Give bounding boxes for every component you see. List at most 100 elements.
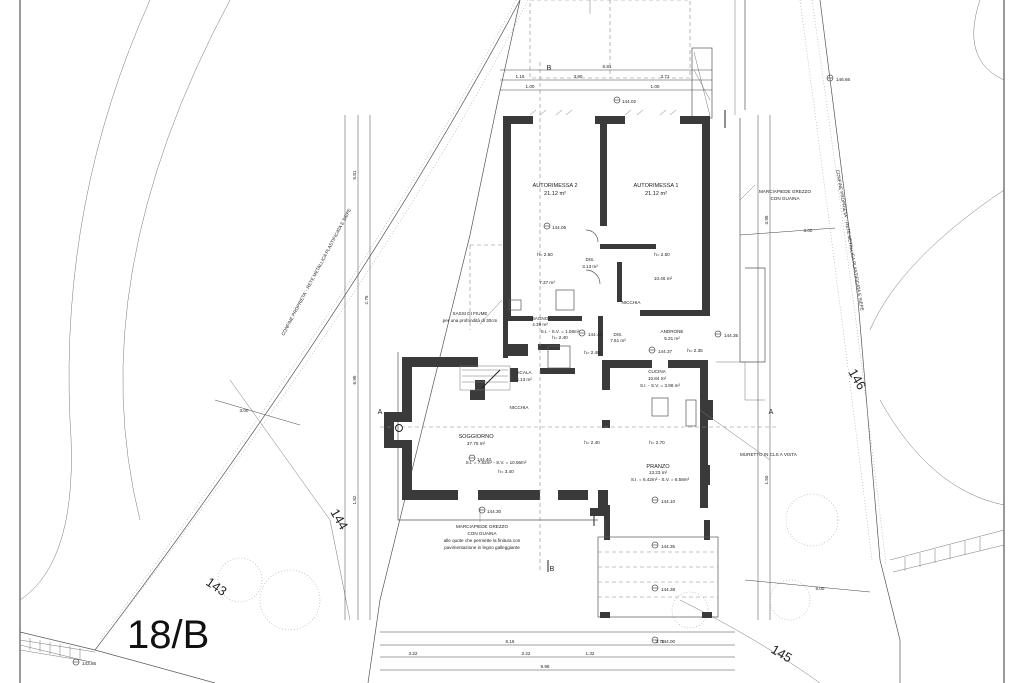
contour-145: 145 [769, 642, 795, 666]
confine-left: CONFINE PROPRIETA' - RETE METALLICA PLAS… [280, 208, 352, 337]
building-walls [384, 116, 713, 540]
svg-text:6.81: 6.81 [603, 64, 612, 69]
elevation-marker: 144.35 [651, 541, 675, 549]
garage2-low-area: 7.37 m² [539, 280, 555, 285]
driveway [529, 0, 713, 119]
pranzo-name: PRANZO [646, 464, 670, 470]
section-a-right: A [769, 409, 774, 416]
pavement-lines [397, 118, 766, 521]
svg-text:3.00: 3.00 [804, 228, 813, 233]
marciapiede-top-2: CON GUAINA [770, 196, 800, 201]
section-a-left: A [378, 409, 383, 416]
elevation-marker: 143.85 [72, 658, 96, 666]
svg-text:1.50: 1.50 [764, 475, 769, 484]
elevation-marker: 144.40 [578, 329, 602, 337]
soggiorno-name: SOGGIORNO [458, 434, 494, 440]
svg-text:144.02: 144.02 [622, 99, 636, 104]
sheet-frame [19, 0, 1005, 683]
bagno-h: h= 2.40 [552, 335, 568, 340]
scala-name: SCALA [516, 370, 532, 375]
svg-text:144.40: 144.40 [588, 332, 602, 337]
elevation-marker: 144.38 [651, 584, 675, 592]
room-labels: AUTORIMESSA 2 21.12 m² AUTORIMESSA 1 21.… [458, 183, 689, 482]
interior-details [395, 109, 697, 432]
elevation-marker: 144.00 [651, 636, 675, 644]
pranzo-si: S.I. = 6.42m² - S.V. = 6.58m² [631, 477, 690, 482]
svg-text:3.22: 3.22 [409, 651, 418, 656]
garage1-low-area: 10.46 m² [654, 276, 673, 281]
cucina-name: CUCINA [648, 369, 667, 374]
terrain-contours [19, 0, 1005, 683]
contour-143: 143 [203, 574, 229, 599]
svg-text:144.05: 144.05 [552, 225, 566, 230]
bagno-si: S.I. - S.V. = 1.06m² [541, 329, 580, 334]
dis2-name: DIS. [614, 332, 623, 337]
svg-text:8.16: 8.16 [506, 639, 515, 644]
svg-text:146.66: 146.66 [836, 77, 850, 82]
marciapiede-bottom-4: pavimentazione in legno galleggiante [444, 545, 520, 550]
elevation-marker: 144.30 [478, 506, 501, 514]
leader-lines [479, 184, 771, 522]
bagno-area: 4.39 m² [532, 322, 548, 327]
walkway-strips [19, 529, 1005, 663]
dimension-chains [214, 69, 871, 671]
svg-text:144.35: 144.35 [724, 333, 738, 338]
svg-text:1.16: 1.16 [516, 74, 525, 79]
svg-text:6.95: 6.95 [352, 375, 357, 384]
elevation-marker: 146.66 [826, 74, 850, 82]
marciapiede-bottom-1: MARCIAPIEDE GREZZO [456, 524, 508, 529]
dimension-values: 6.81 1.16 3.90 3.71 1.00 1.00 8.16 3.76 … [240, 64, 825, 669]
androne-name: ANDRONE [661, 329, 684, 334]
sassi-line2: per una profondità di 30cm [443, 318, 498, 323]
svg-text:1.00: 1.00 [651, 84, 660, 89]
svg-text:2.75: 2.75 [364, 295, 369, 304]
elevation-marker: 144.40 [468, 454, 491, 462]
elevation-marker: 144.05 [543, 222, 566, 230]
svg-text:9.96: 9.96 [541, 664, 550, 669]
elevation-marker: 144.10 [651, 496, 675, 504]
section-lines [380, 0, 778, 572]
marciapiede-bottom-3: alle quote che permette la finitura con [444, 538, 521, 543]
dis2-area: 7.61 m² [610, 338, 626, 343]
scala-area: 4.13 m² [516, 377, 532, 382]
garage2-h: h= 2.50 [537, 252, 553, 257]
marciapiede-bottom-2: CON GUAINA [467, 531, 497, 536]
svg-text:3.95: 3.95 [764, 215, 769, 224]
svg-text:3.71: 3.71 [661, 74, 670, 79]
contour-144: 144 [327, 506, 351, 532]
androne-area: 5.31 m² [664, 336, 680, 341]
muretto-label: MURETTO IN CLS A VISTA [740, 452, 798, 457]
section-b-bottom: B [550, 566, 555, 573]
nicchia-bottom: NICCHIA [510, 405, 530, 410]
svg-text:3.00: 3.00 [240, 408, 249, 413]
hedge-bands [99, 0, 887, 641]
garage2-name: AUTORIMESSA 2 [533, 183, 578, 189]
section-b-top: B [547, 65, 552, 72]
svg-text:1.32: 1.32 [586, 651, 595, 656]
svg-text:144.00: 144.00 [661, 639, 675, 644]
svg-text:5.81: 5.81 [352, 170, 357, 179]
h-270: h= 2.70 [649, 440, 665, 445]
property-boundary [19, 0, 901, 683]
lot-label: 18/B [127, 613, 209, 657]
trees [217, 493, 839, 631]
svg-text:143.85: 143.85 [82, 661, 96, 666]
soggiorno-h: h= 3.40 [498, 469, 514, 474]
elevation-marker: 144.37 [648, 346, 672, 354]
garage1-area: 21.12 m² [645, 191, 667, 197]
svg-text:144.38: 144.38 [661, 587, 675, 592]
cucina-area: 10.84 m² [648, 376, 667, 381]
pergola-deck [597, 520, 719, 618]
h-235: h= 2.35 [687, 348, 703, 353]
nicchia-top: NICCHIA [622, 300, 642, 305]
svg-text:144.35: 144.35 [661, 544, 675, 549]
elevation-marker: 144.35 [714, 330, 738, 338]
h-240a: h= 2.40 [584, 440, 600, 445]
garage1-h: h= 2.50 [654, 252, 670, 257]
soggiorno-si: S.I. = 7.82m² - S.V. = 10.56m² [466, 460, 527, 465]
soggiorno-area: 37.75 m² [467, 441, 486, 446]
garage2-area: 21.12 m² [544, 191, 566, 197]
dis1-name: DIS. [586, 257, 595, 262]
sassi-line1: SASSI DI FIUME [453, 311, 488, 316]
svg-text:144.37: 144.37 [658, 349, 672, 354]
